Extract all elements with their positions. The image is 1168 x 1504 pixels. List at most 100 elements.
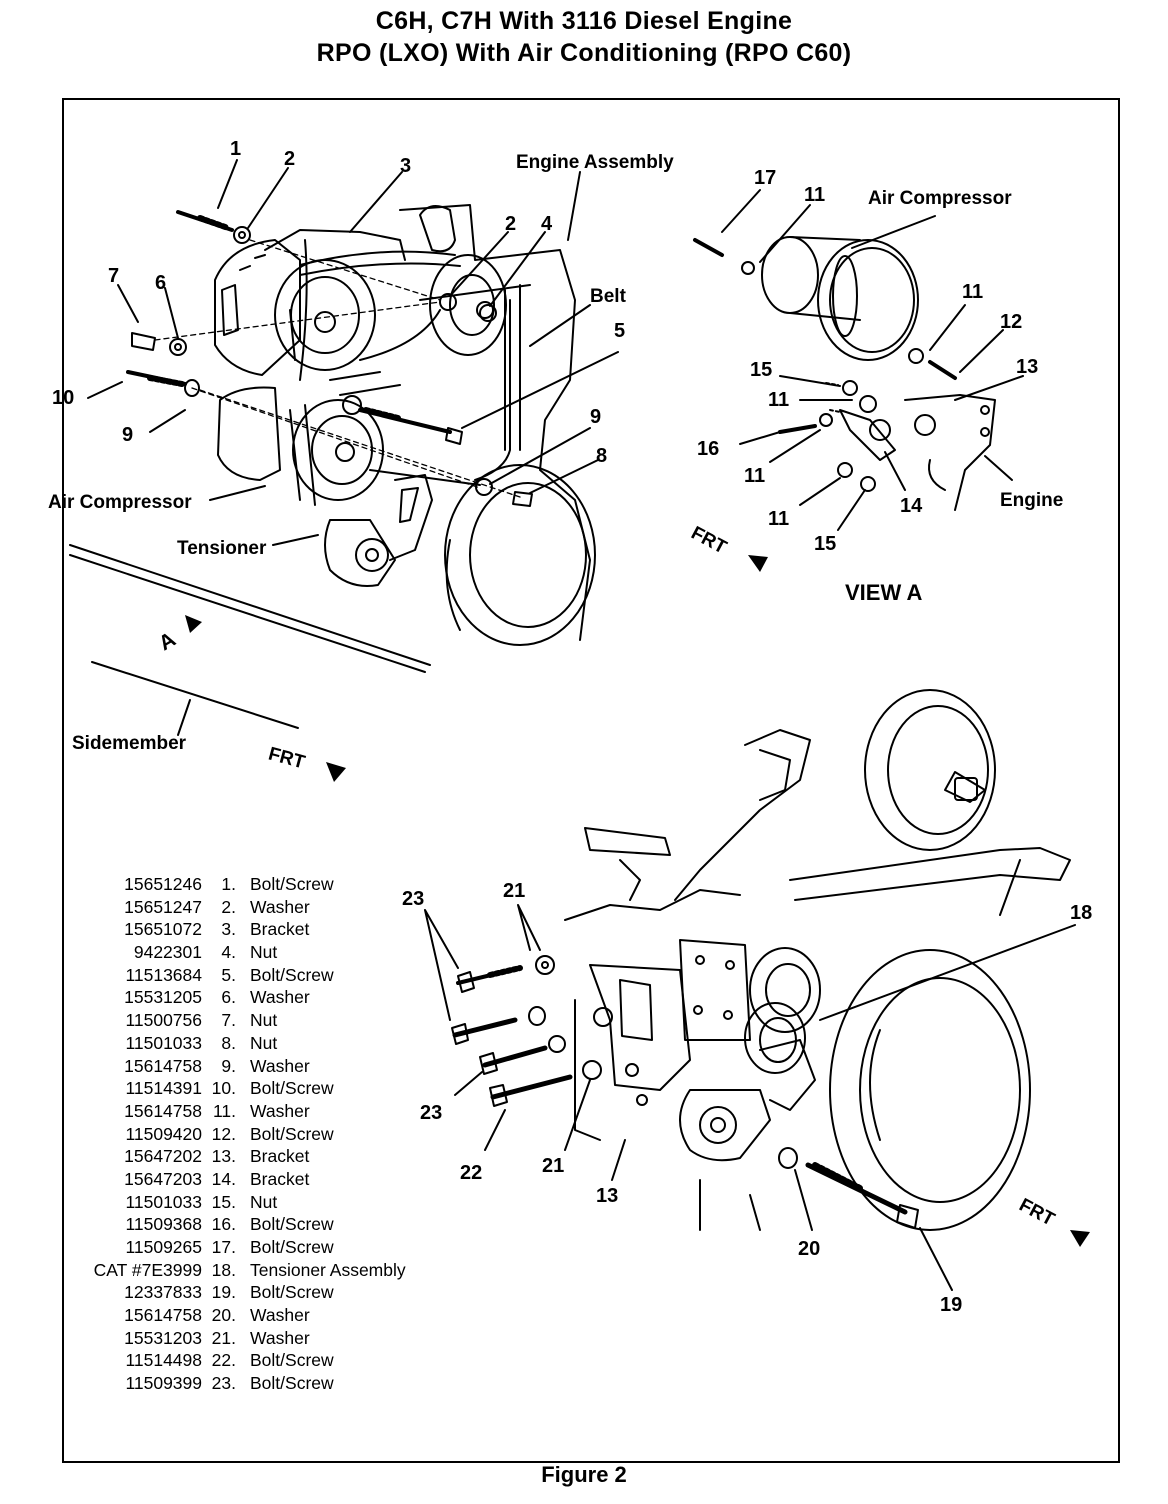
part-index: 12. xyxy=(211,1123,236,1144)
part-index: 1. xyxy=(221,874,236,894)
part-number: 11509420 xyxy=(125,1123,202,1144)
part-number: CAT #7E3999 xyxy=(93,1259,202,1280)
parts-list-row: 11501033 15. Nut xyxy=(60,1192,460,1215)
callout-13-view: 13 xyxy=(1016,356,1039,378)
direction-arrows xyxy=(185,555,1090,1247)
label-engine-view: Engine xyxy=(1000,490,1064,511)
part-index: 16. xyxy=(211,1214,236,1235)
callout-9b: 9 xyxy=(590,406,602,428)
part-index: 5. xyxy=(221,964,236,985)
callout-19: 19 xyxy=(940,1294,963,1316)
part-index: 8. xyxy=(221,1032,236,1053)
part-number: 11501033 xyxy=(125,1191,202,1212)
part-number: 15651072 xyxy=(124,919,202,940)
part-number: 15651247 xyxy=(124,896,202,917)
part-name: Bolt/Screw xyxy=(250,874,334,894)
label-view-a: VIEW A xyxy=(845,580,923,605)
part-name: Bolt/Screw xyxy=(250,964,334,985)
part-name: Washer xyxy=(250,1100,310,1121)
callout-11b: 11 xyxy=(962,281,984,303)
callout-7: 7 xyxy=(108,265,120,287)
part-number: 11513684 xyxy=(125,964,202,985)
callout-20: 20 xyxy=(798,1238,821,1260)
part-name: Nut xyxy=(250,942,278,963)
callout-4: 4 xyxy=(541,213,553,235)
callout-3: 3 xyxy=(400,155,412,177)
callout-2b: 2 xyxy=(505,213,517,235)
part-index: 4. xyxy=(221,942,236,963)
part-index: 18. xyxy=(211,1259,236,1280)
callout-8: 8 xyxy=(596,445,608,467)
label-sidemember: Sidemember xyxy=(72,733,187,754)
part-number: 11509265 xyxy=(125,1237,202,1257)
part-index: 17. xyxy=(211,1237,236,1257)
part-name: Bolt/Screw xyxy=(250,1282,334,1303)
part-name: Nut xyxy=(250,1191,278,1212)
part-name: Nut xyxy=(250,1010,278,1031)
view-a-drawing xyxy=(693,189,1024,531)
part-index: 15. xyxy=(211,1191,236,1212)
lower-tensioner-drawing xyxy=(424,689,1076,1291)
callout-13-lower: 13 xyxy=(596,1185,619,1207)
callout-10: 10 xyxy=(52,387,75,409)
main-engine-drawing xyxy=(69,159,619,736)
part-number: 15614758 xyxy=(124,1055,202,1076)
callout-16: 16 xyxy=(697,438,720,460)
part-name: Bolt/Screw xyxy=(250,1123,334,1144)
callout-21a: 21 xyxy=(503,880,526,902)
parts-list-row: 11509420 12. Bolt/Screw xyxy=(60,1124,460,1147)
callout-23b: 23 xyxy=(420,1102,443,1124)
part-number: 11509368 xyxy=(125,1214,202,1235)
part-name: Bracket xyxy=(250,919,310,940)
callout-5: 5 xyxy=(614,320,626,342)
part-index: 9. xyxy=(221,1055,236,1076)
part-index: 6. xyxy=(221,987,236,1008)
part-number: 9422301 xyxy=(133,942,202,963)
part-number: 11500756 xyxy=(125,1010,202,1031)
parts-list-row: 15651246 1. Bolt/Screw xyxy=(60,874,460,897)
label-belt: Belt xyxy=(590,286,626,307)
part-number: 15651246 xyxy=(124,874,202,894)
part-number: 11514498 xyxy=(125,1350,202,1371)
part-name: Bolt/Screw xyxy=(250,1214,334,1235)
part-number: 15531205 xyxy=(124,987,202,1008)
part-index: 11. xyxy=(212,1100,236,1121)
callout-12: 12 xyxy=(1000,311,1023,333)
callout-11c: 11 xyxy=(768,389,790,411)
parts-list-row: 11500756 7. Nut xyxy=(60,1010,460,1033)
part-index: 21. xyxy=(211,1327,236,1348)
part-number: 11509399 xyxy=(125,1373,202,1394)
figure-frame xyxy=(62,98,1120,1463)
parts-list: 15651246 1. Bolt/Screw 15651247 2. Washer 1565… xyxy=(60,874,460,1396)
callout-18: 18 xyxy=(1070,902,1093,924)
part-number: 15531203 xyxy=(124,1327,202,1348)
part-index: 2. xyxy=(221,896,236,917)
part-index: 3. xyxy=(221,919,236,940)
part-name: Washer xyxy=(250,1055,310,1076)
label-engine-assembly: Engine Assembly xyxy=(516,152,674,173)
part-name: Washer xyxy=(250,1327,310,1348)
callout-9: 9 xyxy=(122,424,134,446)
part-number: 15647203 xyxy=(124,1168,202,1189)
label-air-compressor-view: Air Compressor xyxy=(868,188,1012,209)
label-air-compressor: Air Compressor xyxy=(48,492,192,513)
part-index: 7. xyxy=(221,1010,236,1031)
parts-list-row: 9422301 4. Nut xyxy=(60,942,460,965)
parts-list-row: 11509368 16. Bolt/Screw xyxy=(60,1214,460,1237)
part-index: 20. xyxy=(211,1305,236,1326)
callout-21b: 21 xyxy=(542,1155,565,1177)
parts-list-row: 11513684 5. Bolt/Screw xyxy=(60,965,460,988)
title-line-2: RPO (LXO) With Air Conditioning (RPO C60… xyxy=(316,39,852,67)
part-name: Nut xyxy=(250,1032,278,1053)
callout-11a: 11 xyxy=(804,184,826,206)
